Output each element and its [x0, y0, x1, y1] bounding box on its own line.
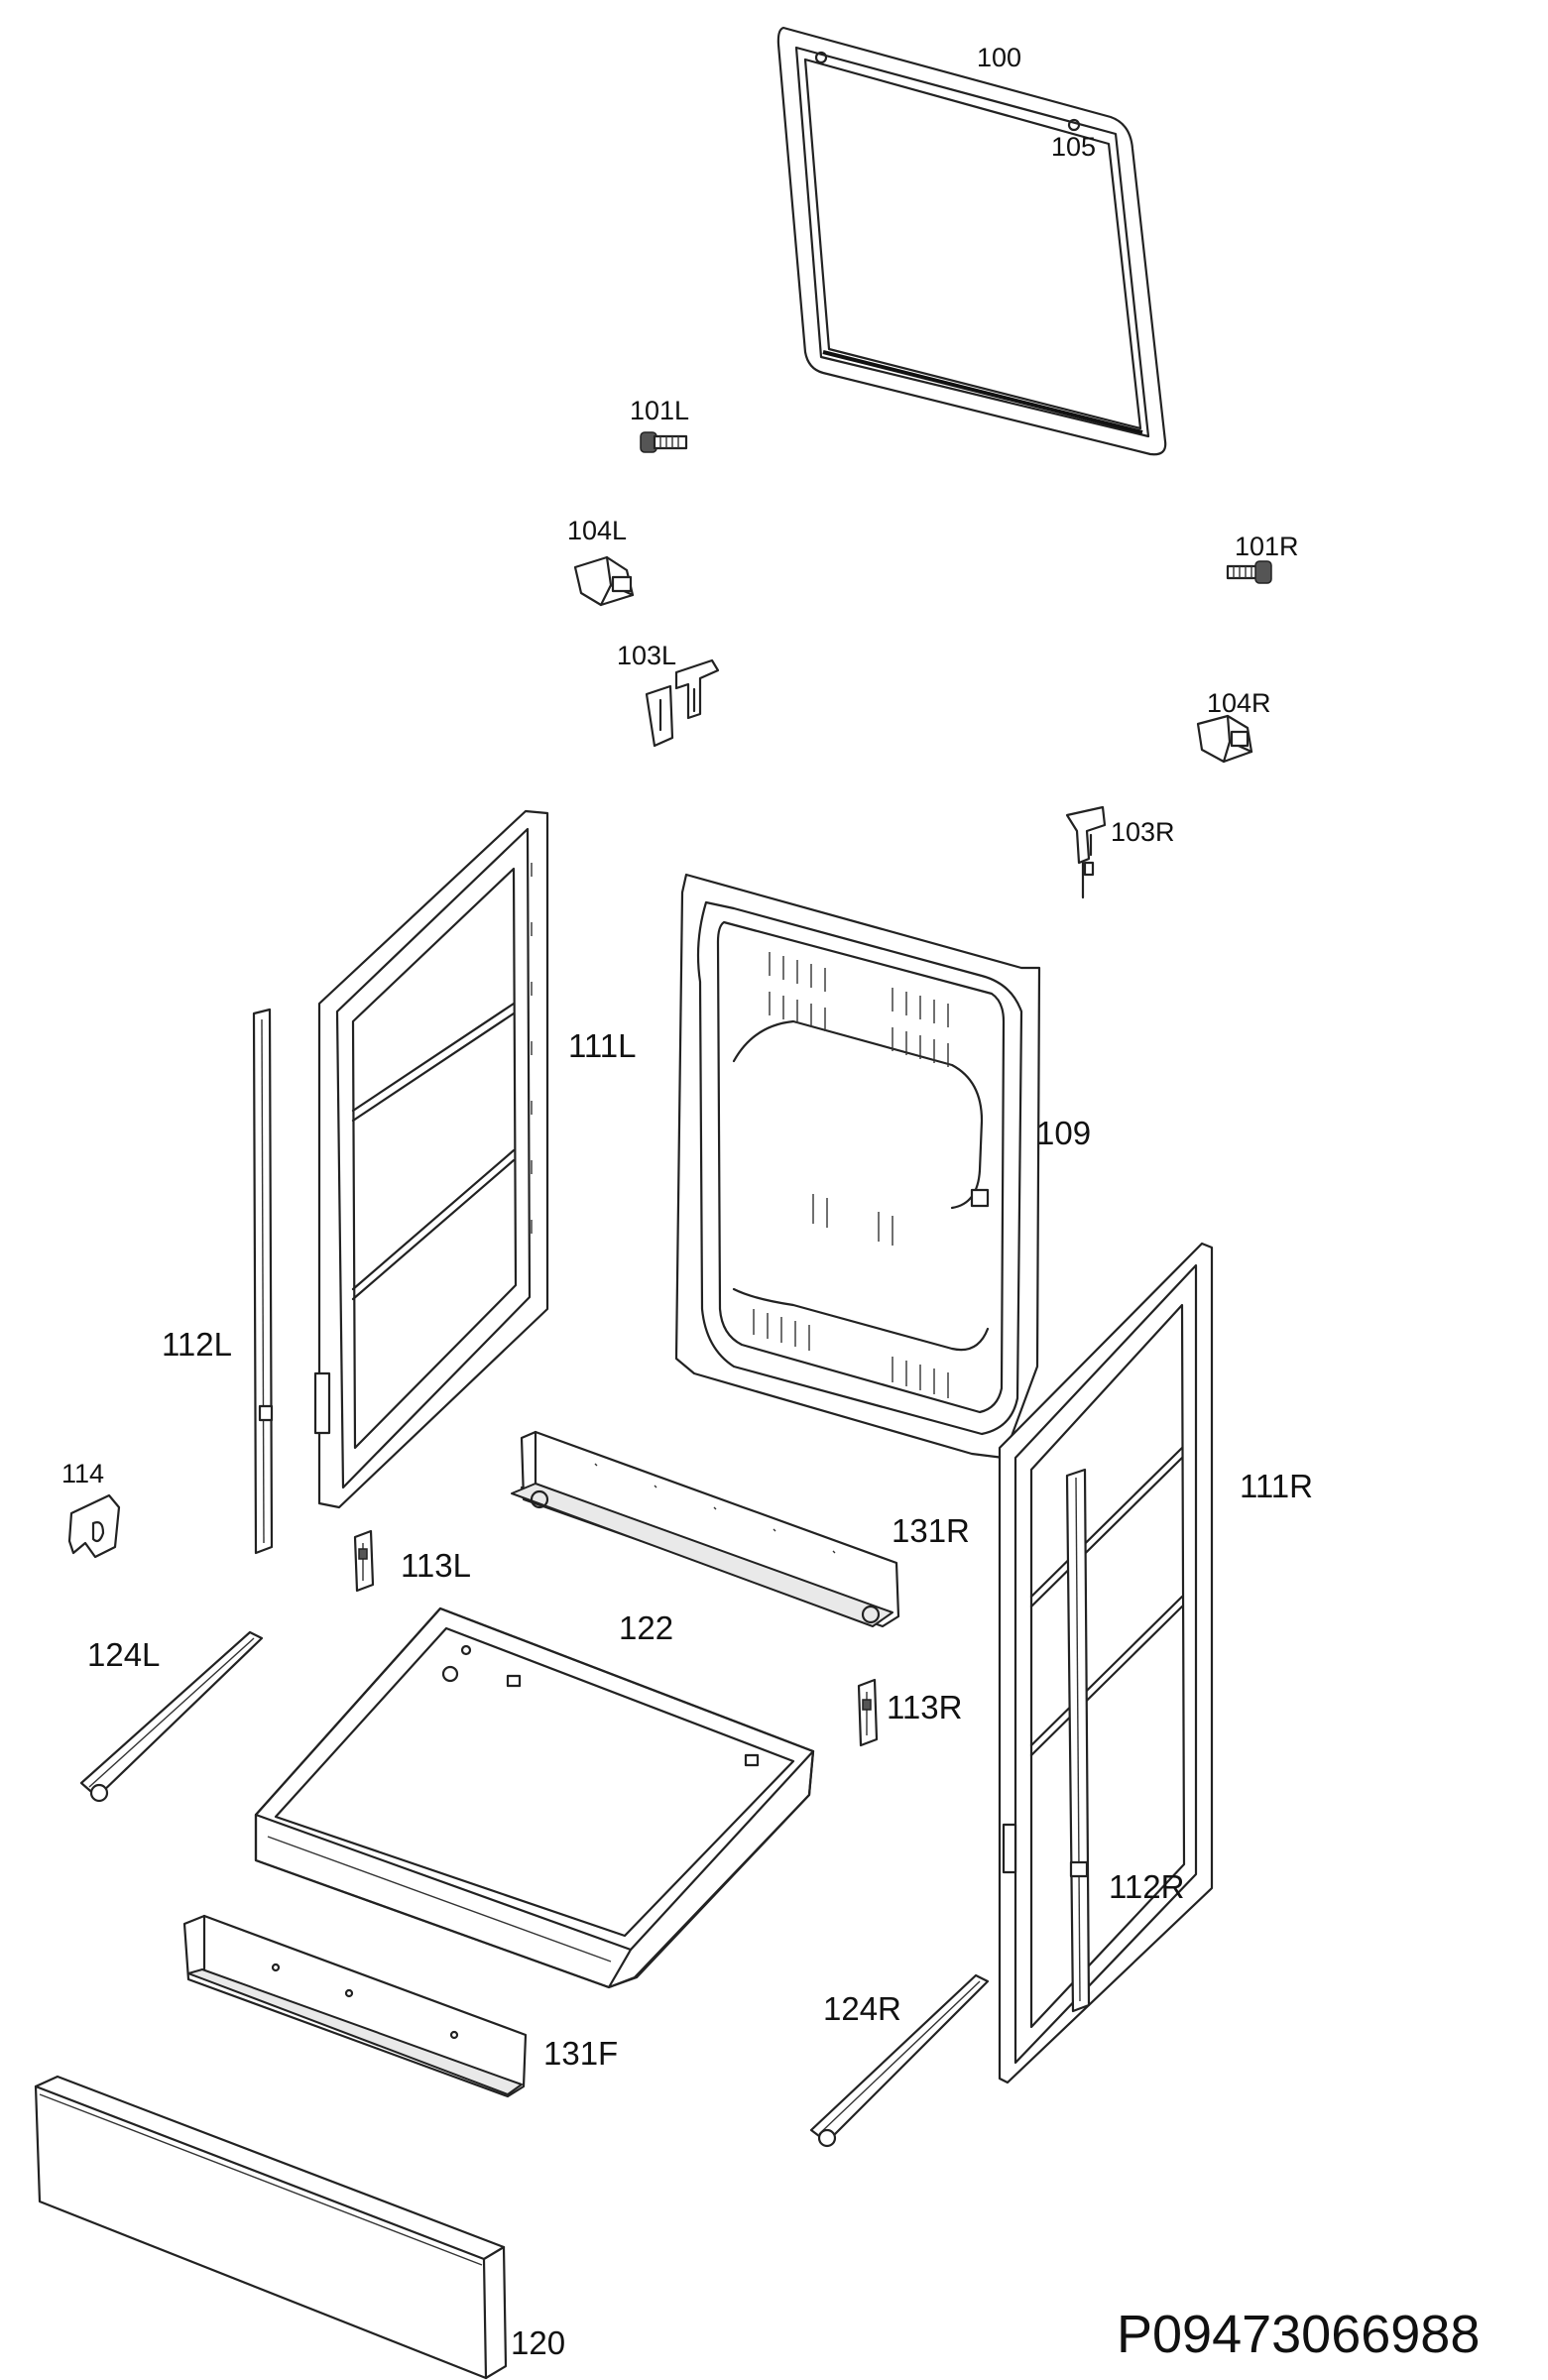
- part-131F-front-rail: 131F: [182, 1914, 618, 2098]
- label-111R: 111R: [1240, 1468, 1313, 1504]
- label-131R: 131R: [892, 1512, 970, 1549]
- label-105: 105: [1051, 132, 1096, 162]
- back-panel-vents: [753, 952, 949, 1398]
- part-111L-side-frame-left: 111L: [313, 809, 637, 1509]
- label-113L: 113L: [401, 1547, 471, 1584]
- label-104R: 104R: [1207, 688, 1271, 718]
- label-109: 109: [1036, 1115, 1091, 1151]
- label-112R: 112R: [1109, 1868, 1184, 1905]
- part-103L-hinge-bracket: 103L: [617, 641, 720, 748]
- part-111R-side-frame-right: 111R: [998, 1242, 1313, 2084]
- diagram-code: P09473066988: [1117, 2305, 1480, 2364]
- label-103L: 103L: [617, 641, 676, 670]
- label-101R: 101R: [1235, 532, 1299, 561]
- label-131F: 131F: [543, 2035, 618, 2072]
- label-124R: 124R: [823, 1990, 901, 2027]
- part-104L-hinge-block: 104L: [567, 516, 635, 607]
- label-124L: 124L: [87, 1636, 160, 1673]
- label-122: 122: [619, 1609, 673, 1646]
- label-111L: 111L: [568, 1027, 637, 1064]
- part-109-back-panel: 109: [674, 873, 1091, 1460]
- part-124R-runner-right: 124R: [809, 1973, 990, 2148]
- label-104L: 104L: [567, 516, 627, 545]
- part-112L-side-strip-left: 112L: [162, 1008, 274, 1555]
- part-103R-hinge-bracket: 103R: [1065, 805, 1175, 899]
- part-100-lid: 100 105: [776, 26, 1167, 456]
- part-120-drawer-front: 120: [34, 2075, 565, 2380]
- part-101R-hinge-pin: 101R: [1226, 532, 1299, 584]
- label-101L: 101L: [630, 396, 689, 425]
- label-120: 120: [511, 2324, 565, 2361]
- part-104R-hinge-block: 104R: [1196, 688, 1271, 764]
- part-131R-rear-rail: 131R: [511, 1430, 970, 1628]
- part-124L-runner-left: 124L: [79, 1630, 264, 1803]
- label-114: 114: [61, 1459, 104, 1488]
- label-113R: 113R: [887, 1689, 962, 1726]
- part-114-clip: 114: [61, 1459, 121, 1559]
- part-122-bottom-tray: 122: [254, 1606, 815, 1989]
- label-100: 100: [977, 43, 1021, 72]
- label-112L: 112L: [162, 1326, 232, 1363]
- part-101L-hinge-pin: 101L: [630, 396, 689, 453]
- part-113L-holder: 113L: [353, 1529, 471, 1593]
- label-103R: 103R: [1111, 817, 1175, 847]
- part-112R-side-strip-right: 112R: [1065, 1468, 1184, 2013]
- part-113R-holder: 113R: [857, 1678, 962, 1747]
